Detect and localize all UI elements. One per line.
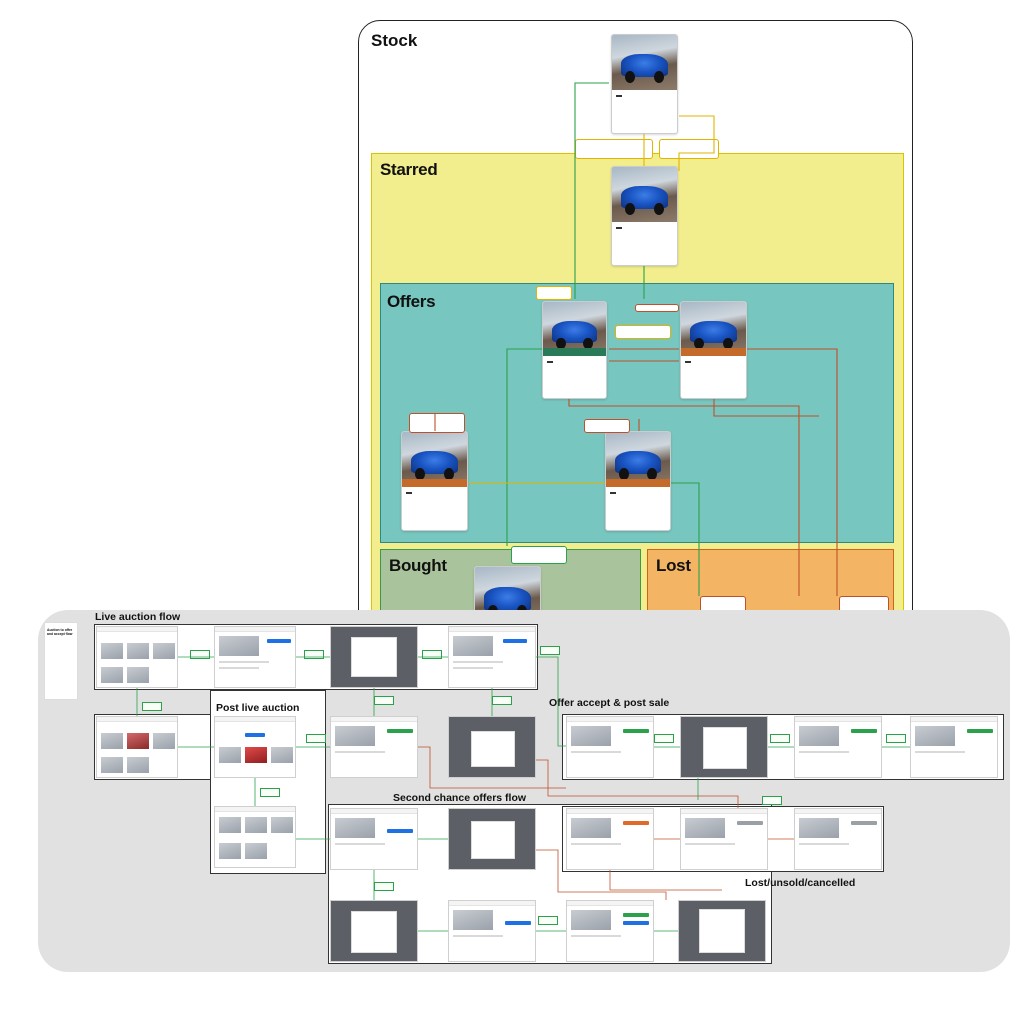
car-photo <box>612 35 677 90</box>
bought-section-title: Bought <box>389 556 447 575</box>
car-photo <box>681 302 746 356</box>
annotation-note <box>374 882 394 891</box>
annotation-note <box>306 734 326 743</box>
annotation-note <box>409 413 465 433</box>
annotation-note <box>190 650 210 659</box>
cover-page: Auction to offer and accept flow <box>44 622 78 700</box>
live-auction-frame-title: Live auction flow <box>95 611 181 623</box>
second-chance-frame-title: Second chance offers flow <box>393 792 527 804</box>
screen-thumbnail[interactable] <box>566 808 654 870</box>
screen-thumbnail[interactable] <box>680 716 768 778</box>
stock-section-title: Stock <box>371 31 418 50</box>
annotation-note <box>886 734 906 743</box>
annotation-note <box>615 325 671 339</box>
flow-panel: Auction to offer and accept flow Live au… <box>38 610 1010 972</box>
screen-thumbnail[interactable] <box>330 716 418 778</box>
annotation-note <box>511 546 567 564</box>
screen-thumbnail[interactable] <box>910 716 998 778</box>
stock-car-card[interactable] <box>611 34 678 134</box>
screen-thumbnail[interactable] <box>330 626 418 688</box>
plate-badge <box>406 491 412 494</box>
post-live-auction-top <box>210 690 326 714</box>
offer-highest-car-card[interactable] <box>542 301 607 399</box>
screen-thumbnail[interactable] <box>680 808 768 870</box>
annotation-note <box>635 304 679 312</box>
screen-thumbnail[interactable] <box>448 626 536 688</box>
screen-thumbnail[interactable] <box>678 900 766 962</box>
screen-thumbnail[interactable] <box>214 626 296 688</box>
post-live-auction-frame-title: Post live auction <box>216 702 300 714</box>
lost-frame-title: Lost/unsold/cancelled <box>745 877 856 889</box>
car-photo <box>606 432 670 487</box>
plate-badge <box>547 360 553 363</box>
screen-thumbnail[interactable] <box>330 900 418 962</box>
screen-thumbnail[interactable] <box>214 806 296 868</box>
offer-expired-car-card-right[interactable] <box>605 431 671 531</box>
annotation-note <box>422 650 442 659</box>
car-photo <box>402 432 467 487</box>
annotation-note <box>374 696 394 705</box>
offers-section-title: Offers <box>387 292 436 311</box>
cover-title: Auction to offer and accept flow <box>47 628 73 637</box>
starred-car-card[interactable] <box>611 166 678 266</box>
plate-badge <box>616 226 622 229</box>
screen-thumbnail[interactable] <box>566 716 654 778</box>
offer-expired-car-card-left[interactable] <box>401 431 468 531</box>
annotation-note <box>538 916 558 925</box>
screen-thumbnail[interactable] <box>96 716 178 778</box>
annotation-note <box>762 796 782 805</box>
offer-accept-frame-title: Offer accept & post sale <box>549 697 670 709</box>
annotation-note <box>536 286 572 300</box>
screen-thumbnail[interactable] <box>214 716 296 778</box>
annotation-note <box>654 734 674 743</box>
screen-thumbnail[interactable] <box>566 900 654 962</box>
screen-thumbnail[interactable] <box>448 900 536 962</box>
plate-badge <box>685 360 691 363</box>
screen-thumbnail[interactable] <box>794 716 882 778</box>
car-photo <box>612 167 677 222</box>
screen-thumbnail[interactable] <box>330 808 418 870</box>
annotation-note <box>142 702 162 711</box>
stage-board: Stock Starred Offers Bought Lost <box>358 20 913 640</box>
starred-section-title: Starred <box>380 160 438 179</box>
annotation-note <box>584 419 630 433</box>
screen-thumbnail[interactable] <box>448 808 536 870</box>
screen-thumbnail[interactable] <box>794 808 882 870</box>
screen-thumbnail[interactable] <box>448 716 536 778</box>
plate-badge <box>610 491 616 494</box>
annotation-note <box>304 650 324 659</box>
annotation-note <box>659 139 719 159</box>
annotation-note <box>770 734 790 743</box>
offer-outbid-car-card[interactable] <box>680 301 747 399</box>
plate-badge <box>616 94 622 97</box>
car-photo <box>543 302 606 356</box>
annotation-note <box>540 646 560 655</box>
screen-thumbnail[interactable] <box>96 626 178 688</box>
lost-section-title: Lost <box>656 556 691 575</box>
annotation-note <box>492 696 512 705</box>
annotation-note <box>575 139 653 159</box>
annotation-note <box>260 788 280 797</box>
